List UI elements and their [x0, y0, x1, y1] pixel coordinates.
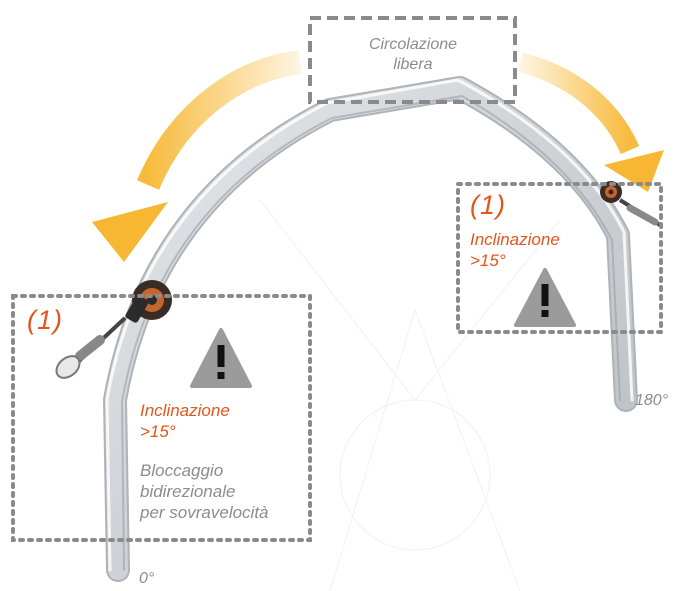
angle-start-label: 0°: [139, 570, 154, 588]
left-warning-icon: [192, 330, 250, 386]
top-box-label: Circolazione libera: [350, 35, 476, 75]
angle-end-label: 180°: [635, 392, 668, 410]
left-box-description: Bloccaggio bidirezionale per sovraveloci…: [140, 460, 269, 523]
right-box-inclination: Inclinazione >15°: [470, 229, 560, 271]
left-box-inclination: Inclinazione >15°: [140, 400, 230, 442]
left-box-number: (1): [27, 305, 63, 336]
right-warning-icon: [516, 270, 574, 325]
right-box-number: (1): [470, 190, 506, 221]
